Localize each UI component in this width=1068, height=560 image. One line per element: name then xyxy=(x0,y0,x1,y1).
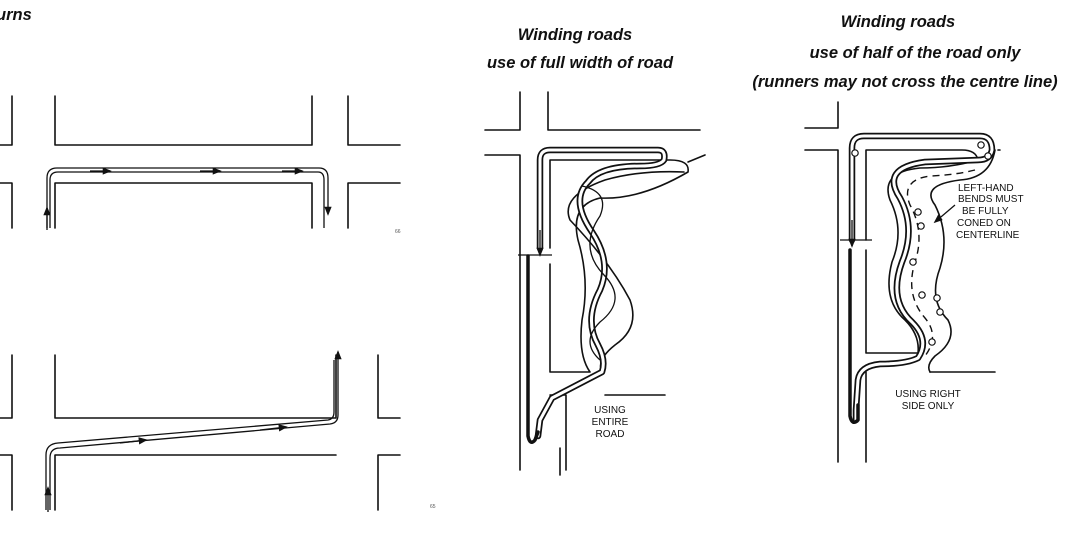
bend-note-line5: CENTERLINE xyxy=(956,230,1020,241)
bend-note-line1: LEFT-HAND xyxy=(958,183,1014,194)
full-width-label-line3: ROAD xyxy=(596,429,625,440)
cone-marker xyxy=(918,291,926,299)
full-width-panel: Winding roads use of full width of road xyxy=(484,26,706,476)
turns-panel: urns 66 xyxy=(0,6,436,512)
cone-marker xyxy=(851,149,859,157)
half-road-panel: Winding roads use of half of the road on… xyxy=(752,13,1058,463)
full-width-route xyxy=(518,146,668,444)
half-road-roads xyxy=(804,101,1001,463)
turns-top-roads xyxy=(0,95,401,229)
half-road-title-line1: Winding roads xyxy=(841,13,955,31)
half-road-centre-line xyxy=(906,169,976,357)
cone-marker xyxy=(909,258,917,266)
turns-bottom-route xyxy=(44,350,342,512)
cone-marker xyxy=(928,338,936,346)
full-width-roads xyxy=(484,91,706,476)
bend-note-line2: BENDS MUST xyxy=(958,194,1024,205)
bend-note-line3: BE FULLY xyxy=(962,206,1009,217)
turns-page-mark-bottom: 65 xyxy=(430,504,436,510)
half-road-title-line3: (runners may not cross the centre line) xyxy=(752,73,1058,91)
cone-marker xyxy=(984,152,992,160)
turns-bottom-roads xyxy=(0,354,401,511)
cone-marker xyxy=(914,208,922,216)
bend-note-pointer xyxy=(933,204,956,224)
full-width-title-line1: Winding roads xyxy=(518,26,632,44)
cone-marker xyxy=(936,308,944,316)
bend-note-line4: CONED ON xyxy=(957,218,1011,229)
half-road-label-line2: SIDE ONLY xyxy=(902,401,955,412)
full-width-label-line1: USING xyxy=(594,405,626,416)
half-road-cones xyxy=(851,141,992,346)
cone-marker xyxy=(933,294,941,302)
half-road-label-line1: USING RIGHT xyxy=(895,389,961,400)
half-road-route xyxy=(840,132,996,424)
full-width-label-line2: ENTIRE xyxy=(592,417,629,428)
turns-page-mark-top: 66 xyxy=(395,229,401,235)
full-width-title-line2: use of full width of road xyxy=(487,54,674,72)
turns-title: urns xyxy=(0,6,32,24)
half-road-title-line2: use of half of the road only xyxy=(810,44,1022,62)
cone-marker xyxy=(917,222,925,230)
turns-top-route xyxy=(43,167,332,230)
cone-marker xyxy=(977,141,985,149)
